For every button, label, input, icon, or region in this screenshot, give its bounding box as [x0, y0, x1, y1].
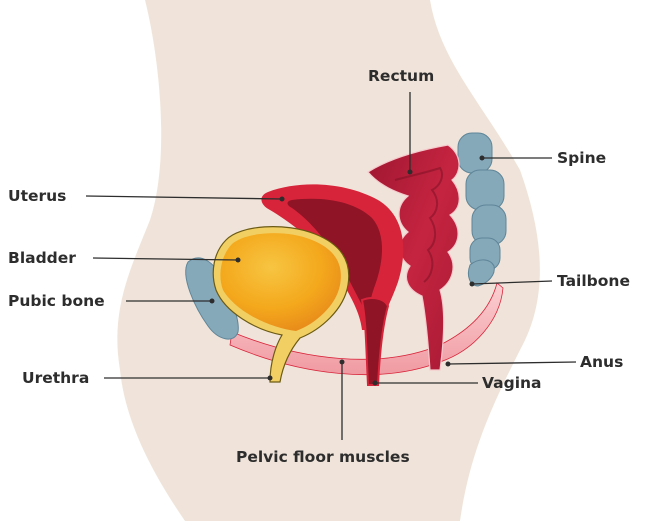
pelvic-floor-muscles-label: Pelvic floor muscles: [236, 448, 410, 466]
spine-label: Spine: [557, 149, 606, 167]
bladder-label: Bladder: [8, 249, 76, 267]
urethra-label: Urethra: [22, 369, 89, 387]
uterus-label: Uterus: [8, 187, 66, 205]
vagina-label: Vagina: [482, 374, 542, 392]
pubic-bone-label: Pubic bone: [8, 292, 105, 310]
anus-label: Anus: [580, 353, 623, 371]
rectum-label: Rectum: [368, 67, 434, 85]
tailbone-label: Tailbone: [557, 272, 630, 290]
